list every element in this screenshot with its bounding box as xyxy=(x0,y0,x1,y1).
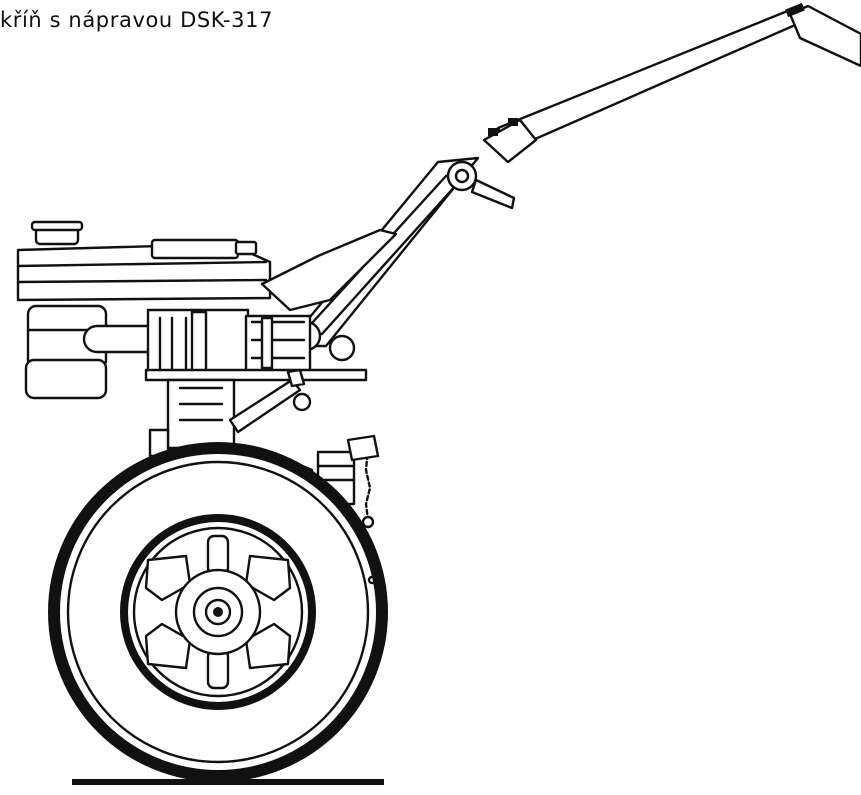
ground-line xyxy=(72,779,384,785)
wheel xyxy=(48,442,388,782)
engine xyxy=(16,220,398,529)
handlebar xyxy=(284,2,861,362)
figure-caption: kříň s nápravou DSK-317 xyxy=(0,8,274,32)
